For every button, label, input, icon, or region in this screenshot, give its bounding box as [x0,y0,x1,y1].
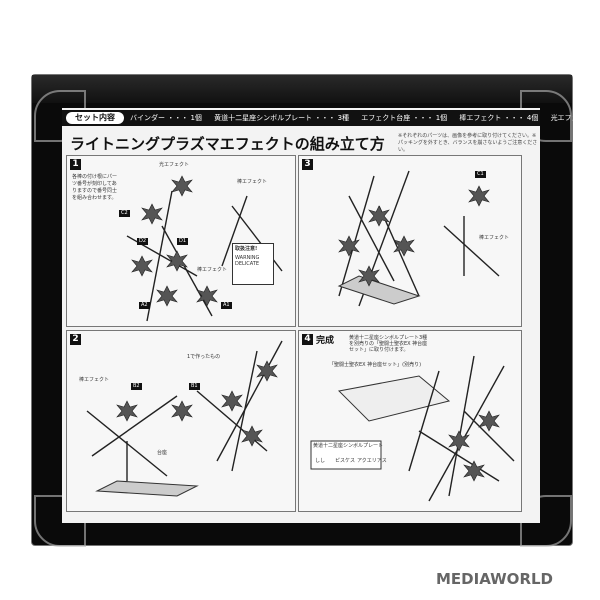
part-code-a2: A2 [139,302,150,309]
label-rod-effect: 棒エフェクト [479,235,510,241]
page-title: ライトニングプラズマエフェクトの組み立て方 [70,135,385,153]
box-lid-edge [32,75,572,103]
contents-item: エフェクト台座 ・・・ 1個 [361,114,448,122]
step-1-diagram [126,175,283,322]
step-note: 各棒の付け根にパーツ番号が刻印してありますので番号同士を組み合わせます。 [72,174,118,201]
assembly-note: ※それぞれのパーツは、画像を参考に取り付けてください。※パッキングを外すとき、バ… [398,133,538,153]
step-4-diagram [310,355,515,502]
plate-label: 黄道十二星座シンボルプレート [313,443,384,449]
step-3-diagram [337,170,500,307]
contents-item: 黄道十二星座シンボルプレート ・・・ 3種 [214,114,350,122]
label-rod-effect: 棒エフェクト [79,377,110,383]
step-title-complete: 完成 [316,336,335,346]
set-contents-bar [62,110,540,126]
part-code-c1: C1 [475,171,486,178]
step-panel-2: 2 1で作ったもの 棒エフェクト B2 B1 台座 [66,330,296,512]
step-number: 2 [70,334,81,345]
step-2-diagram [86,340,283,497]
part-code-b1: B1 [189,383,200,390]
warning-text: WARNING DELICATE [235,255,260,267]
label-base: 台座 [157,450,168,456]
step-number: 1 [70,159,81,170]
label-rod-effect-b: 棒エフェクト [197,267,228,273]
set-contents-list: バインダー ・・・ 1個 黄道十二星座シンボルプレート ・・・ 3種 エフェクト… [130,110,600,126]
step-panel-1: 1 各棒の付け根にパーツ番号が刻印してありますので番号同士を組み合わせます。 光… [66,155,296,327]
contents-item: バインダー ・・・ 1個 [130,114,202,122]
label-rod-effect: 棒エフェクト [237,179,268,185]
step-number: 4 [302,334,313,345]
sold-separately-note: 「聖闘士聖衣EX 神台座セット」(別売り) [329,362,422,368]
part-code-a1: A1 [221,302,232,309]
part-code-d1: D1 [177,238,189,245]
store-logo: MEDIAWORLD [436,570,553,588]
step-panel-4: 4 完成 黄道十二星座シンボルプレート3種を別売りの「聖闘士聖衣EX 神台座セッ… [298,330,522,512]
step-panel-3: 3 C1 棒エフェクト [298,155,522,327]
contents-item: 光エフェクト ・・・ 8個 [550,114,600,122]
step-note: 黄道十二星座シンボルプレート3種を別売りの「聖闘士聖衣EX 神台座セット」に取り… [349,335,428,353]
step-number: 3 [302,159,313,170]
plate-leo: しし [315,458,326,464]
label-made-in-step-1: 1で作ったもの [187,354,221,360]
plate-aquarius: アクエリアス [357,458,387,464]
plate-pisces: ピスケス [335,458,356,464]
warning-box: 取扱注意! WARNING DELICATE [232,243,274,285]
contents-item: 棒エフェクト ・・・ 4個 [459,114,539,122]
warning-title: 取扱注意! [235,246,258,252]
part-code-c2: C2 [119,210,130,217]
label-light-effect: 光エフェクト [159,162,190,168]
set-contents-label: セット内容 [66,112,124,124]
part-code-b2: B2 [131,383,142,390]
part-code-d2: D2 [137,238,149,245]
